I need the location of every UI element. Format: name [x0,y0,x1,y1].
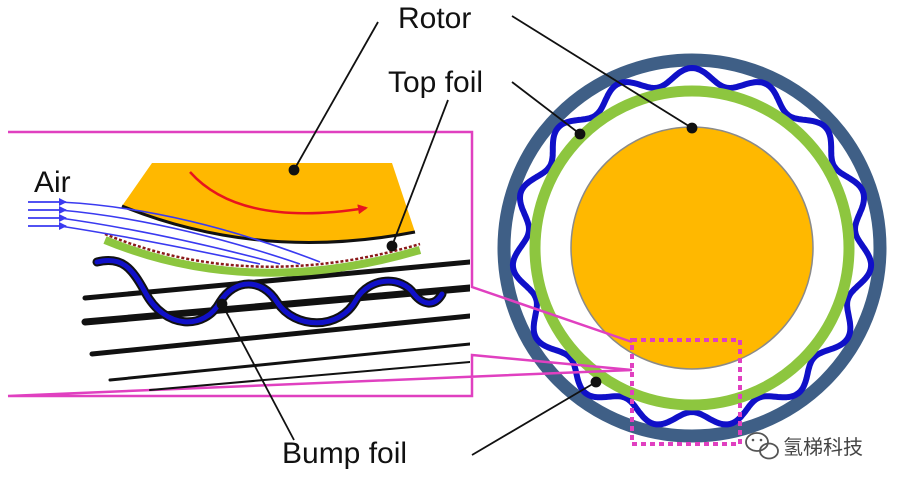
top-foil-label: Top foil [388,66,483,99]
air-flow-lines [28,201,321,265]
rotor-label: Rotor [398,2,471,35]
bearing-cross-section [497,53,887,446]
air-label: Air [34,166,71,199]
top-foil-ring [529,85,855,411]
bump-foil-label: Bump foil [282,437,407,470]
top-foil-detail [103,236,422,277]
housing-ring [497,53,887,443]
zoom-region-marker [630,338,742,446]
watermark: 氢梯科技 [745,432,863,460]
wechat-icon [745,432,779,460]
callout-box [7,130,633,398]
bump-foil-ring [509,65,875,428]
zoom-detail [28,163,470,391]
rotor-sector [122,163,415,243]
rotation-arrow [189,171,368,215]
watermark-text: 氢梯科技 [783,435,863,459]
leader-lines [216,15,698,456]
air-flow-arrows [28,198,67,230]
